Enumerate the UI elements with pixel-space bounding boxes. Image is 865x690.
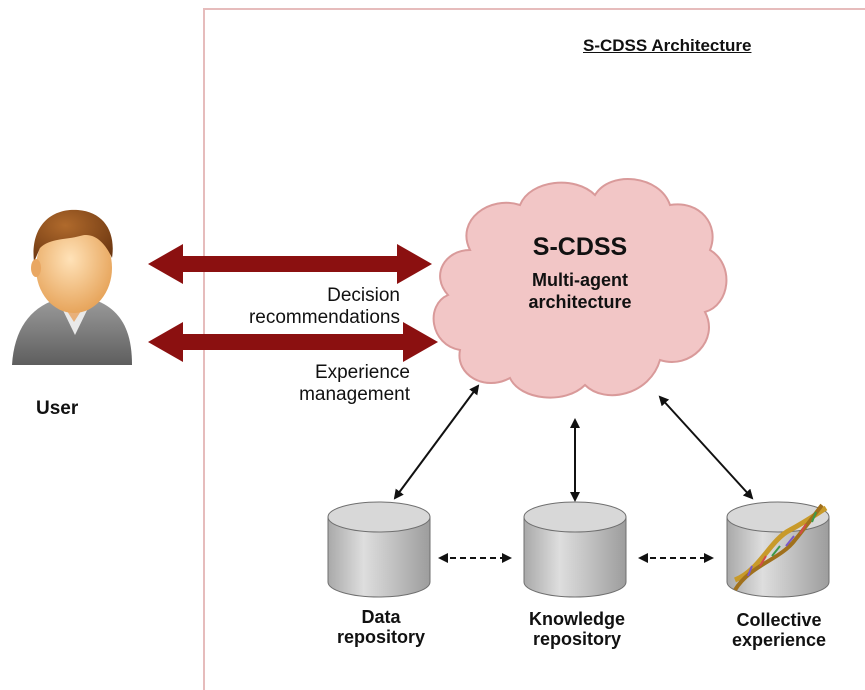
- cloud-collective-arrow: [658, 395, 754, 500]
- experience-management-label: Experience management: [299, 362, 410, 405]
- cloud-title: S-CDSS: [532, 233, 628, 261]
- s-cdss-cloud: [432, 178, 728, 399]
- knowledge-repository-label: Knowledge repository: [528, 609, 625, 649]
- decision-arrow: [148, 244, 432, 284]
- cloud-subtitle: Multi-agent architecture: [528, 270, 632, 312]
- cloud-data-arrow: [393, 384, 480, 500]
- user-label: User: [36, 398, 79, 419]
- knowledge-repository-cylinder: [523, 501, 627, 598]
- data-repository-cylinder: [327, 501, 431, 598]
- architecture-title: S-CDSS Architecture: [583, 36, 752, 55]
- collective-experience-label: Collective experience: [731, 610, 827, 650]
- data-repository-label: Data repository: [336, 607, 426, 647]
- experience-arrow: [148, 322, 438, 362]
- user-avatar-icon: [12, 209, 132, 365]
- dna-helix-icon: [733, 503, 828, 592]
- collective-experience-cylinder: [726, 501, 830, 598]
- decision-recommendations-label: Decision recommendations: [248, 285, 400, 328]
